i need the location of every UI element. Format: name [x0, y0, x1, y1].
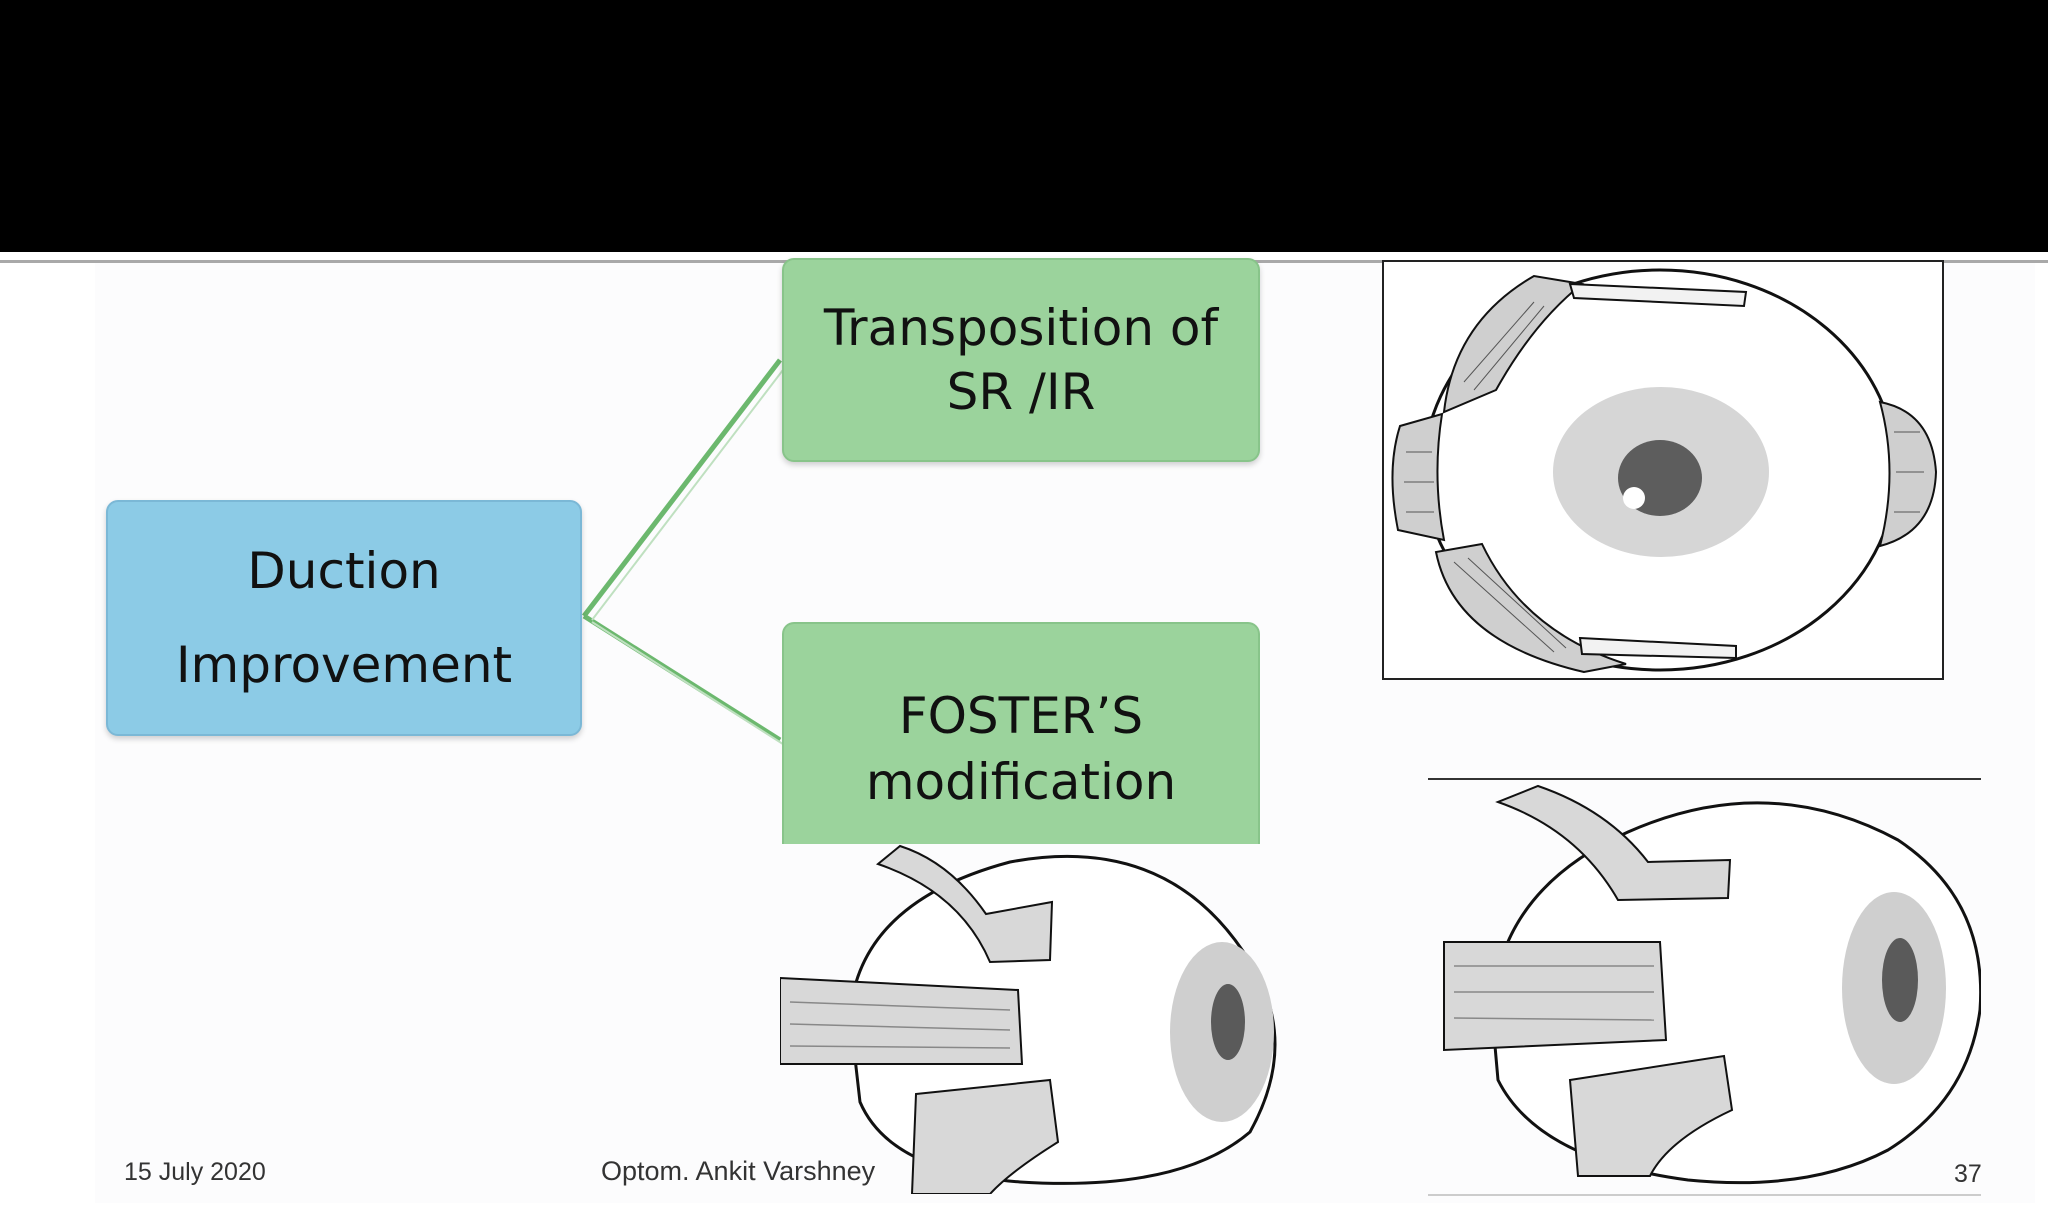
duction-improvement-box: Duction Improvement	[106, 500, 582, 736]
eye-front-icon	[1391, 268, 1938, 674]
eye-side-icon-1	[779, 844, 1277, 1195]
eye-transposition-front-illustration	[1382, 260, 1944, 680]
foster-modification-box: FOSTER’S modification	[782, 622, 1260, 844]
main-box-line1: Duction	[247, 542, 441, 600]
slide-page-number: 37	[1954, 1160, 1982, 1188]
eye-transposition-side-illustration	[1428, 780, 1983, 1192]
eye-side-icon-2	[1443, 784, 1983, 1185]
illustration-divider-top	[1428, 778, 1981, 780]
eye-foster-side-illustration	[779, 842, 1300, 1195]
bottom-branch-line2: modification	[865, 753, 1177, 811]
transposition-box: Transposition of SR /IR	[782, 258, 1260, 462]
main-box-line2: Improvement	[175, 636, 513, 694]
connector-top	[582, 358, 782, 618]
bottom-branch-line1: FOSTER’S	[898, 687, 1144, 745]
illustration-divider-bottom	[1428, 1194, 1981, 1196]
top-branch-line2: SR /IR	[946, 363, 1096, 421]
footer-date: 15 July 2020	[124, 1158, 266, 1186]
top-branch-line1: Transposition of	[823, 299, 1219, 357]
title-bar	[0, 0, 2048, 252]
footer-author: Optom. Ankit Varshney	[601, 1156, 876, 1186]
